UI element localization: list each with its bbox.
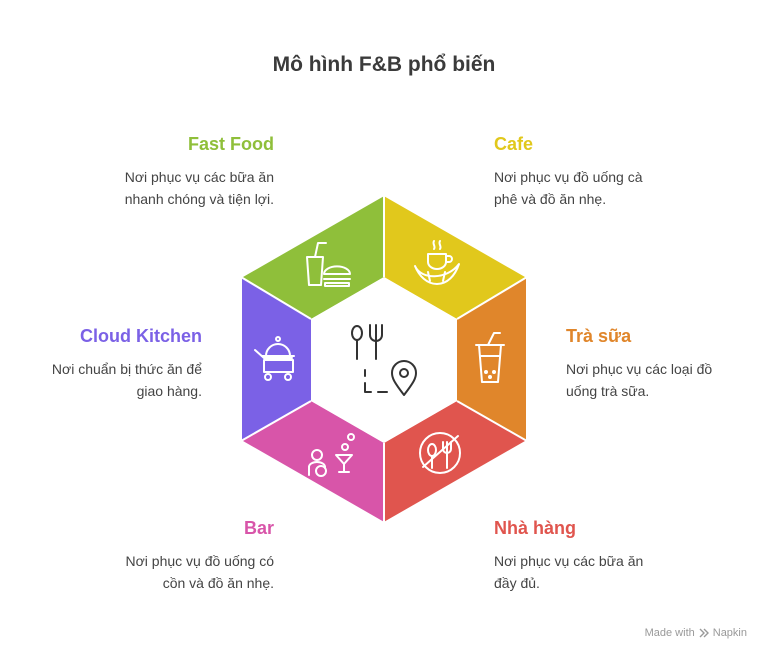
- segment-cafe: [384, 195, 527, 319]
- credit-brand: Napkin: [712, 627, 747, 639]
- cocktail-icon: [308, 433, 355, 477]
- cafe-title: Cafe: [494, 134, 534, 154]
- tra-sua-title: Trà sữa: [566, 326, 632, 346]
- restaurant-plate-icon: [419, 432, 461, 474]
- coffee-croissant-icon: [414, 240, 460, 285]
- fork-spoon-location-icon: [351, 324, 417, 396]
- page-title: Mô hình F&B phổ biến: [272, 53, 496, 76]
- bar-description: Nơi phục vụ đồ uống có cồn và đồ ăn nhẹ.: [125, 553, 275, 591]
- delivery-cart-icon: [254, 336, 295, 381]
- nha-hang-title: Nhà hàng: [494, 518, 577, 538]
- bar-title: Bar: [243, 518, 274, 538]
- cafe-description: Nơi phục vụ đồ uống cà phê và đồ ăn nhẹ.: [494, 169, 643, 207]
- bubble-tea-icon: [475, 332, 505, 383]
- tra-sua-description: Nơi phục vụ các loại đồ uống trà sữa.: [566, 361, 713, 399]
- cloud-kitchen-description: Nơi chuẩn bị thức ăn để giao hàng.: [51, 361, 202, 399]
- fast-food-icon: [306, 242, 351, 287]
- napkin-logo-icon: [699, 628, 709, 638]
- nha-hang-description: Nơi phục vụ các bữa ăn đầy đủ.: [494, 553, 644, 591]
- segment-nha-hang: [384, 401, 527, 523]
- center-hexagon: [311, 277, 457, 443]
- credit-text: Made with: [644, 627, 695, 639]
- fast-food-title: Fast Food: [188, 134, 274, 154]
- segment-tra-sua: [457, 277, 527, 441]
- cloud-kitchen-title: Cloud Kitchen: [80, 326, 202, 346]
- fast-food-description: Nơi phục vụ các bữa ăn nhanh chóng và ti…: [124, 169, 274, 207]
- made-with-napkin-credit[interactable]: Made with Napkin: [645, 627, 747, 639]
